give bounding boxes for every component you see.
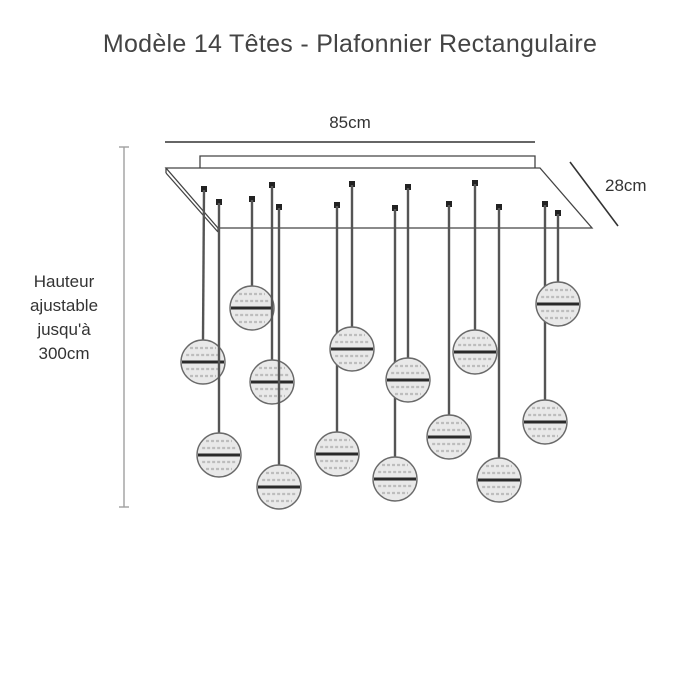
depth-label: 28cm <box>605 176 647 195</box>
pendant-cap <box>269 182 275 188</box>
depth-dimension-line <box>569 161 619 227</box>
globe-band <box>428 435 470 439</box>
pendant-cap <box>555 210 561 216</box>
pendant-cap <box>334 202 340 208</box>
height-label-line: Hauteur <box>33 272 95 291</box>
pendant <box>229 196 275 331</box>
globe-band <box>374 477 416 481</box>
pendant <box>249 182 295 405</box>
pendant <box>385 184 431 403</box>
pendant-rod <box>201 189 206 341</box>
diagram-title: Modèle 14 Têtes - Plafonnier Rectangulai… <box>102 30 598 58</box>
height-dimension-line <box>119 146 129 508</box>
pendant <box>372 205 418 502</box>
pendant-cap <box>249 196 255 202</box>
pendant <box>314 202 360 477</box>
pendant <box>476 204 522 503</box>
pendant-cap <box>405 184 411 190</box>
globe-band <box>478 478 520 482</box>
pendant-cap <box>496 204 502 210</box>
pendant-cap <box>392 205 398 211</box>
pendant <box>426 201 472 460</box>
pendant <box>196 199 242 478</box>
globe-band <box>182 360 224 364</box>
width-label: 85cm <box>329 113 371 132</box>
height-label: Hauteur ajustable jusqu'à 300cm <box>8 270 120 366</box>
globe-band <box>537 302 579 306</box>
pendant <box>180 186 226 385</box>
globe-band <box>316 452 358 456</box>
height-label-line: ajustable <box>29 296 99 315</box>
globe-band <box>258 485 300 489</box>
globe-band <box>524 420 566 424</box>
height-label-line: 300cm <box>38 344 90 363</box>
pendant-cap <box>446 201 452 207</box>
pendant-cap <box>276 204 282 210</box>
pendant-cap <box>201 186 207 192</box>
ceiling-plate <box>164 155 594 233</box>
pendant <box>256 204 302 510</box>
pendant <box>452 180 498 375</box>
height-label-line: jusqu'à <box>37 320 91 339</box>
pendant <box>535 210 581 327</box>
globe-band <box>251 380 293 384</box>
globe-band <box>198 453 240 457</box>
pendant-cap <box>542 201 548 207</box>
pendant <box>329 181 375 372</box>
globe-band <box>454 350 496 354</box>
pendant-group <box>180 180 581 510</box>
globe-band <box>387 378 429 382</box>
pendant-cap <box>472 180 478 186</box>
pendant-cap <box>349 181 355 187</box>
pendant-cap <box>216 199 222 205</box>
globe-band <box>331 347 373 351</box>
globe-band <box>231 306 273 310</box>
